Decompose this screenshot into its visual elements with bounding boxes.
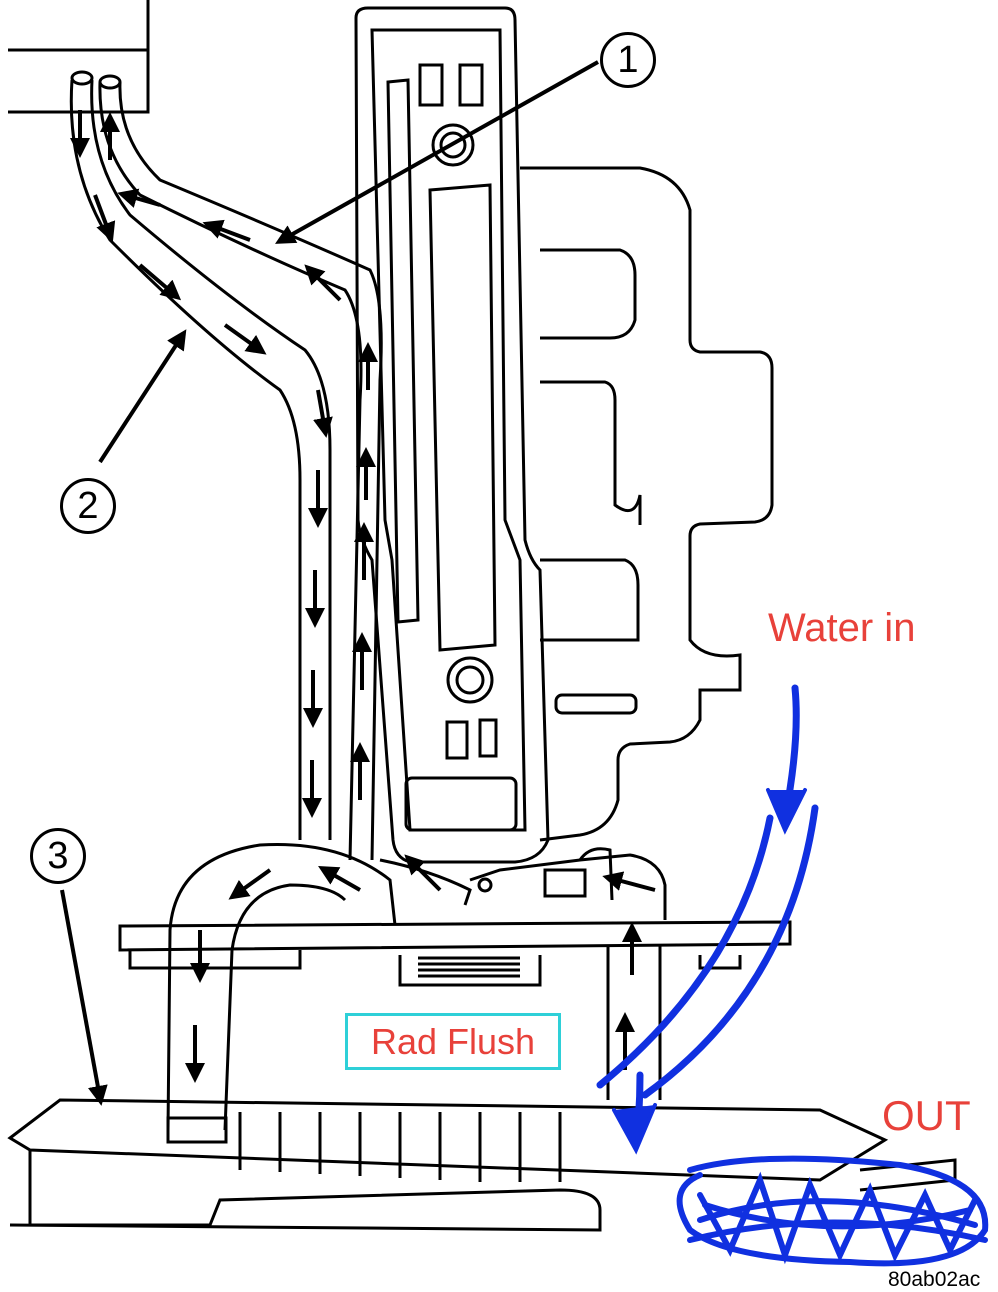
callout-3-label: 3: [47, 834, 69, 877]
flow-arrows-left: [70, 110, 378, 818]
water-pump: [469, 847, 667, 920]
callout-2: 2: [60, 478, 116, 534]
scribble: [676, 1155, 989, 1267]
callout-1: 1: [600, 32, 656, 88]
water-in-label: Water in: [768, 606, 916, 650]
mounting-plate: [8, 48, 150, 114]
leader-lines: [60, 60, 599, 1106]
radiator: [7, 1098, 957, 1232]
valve-cover: [354, 6, 550, 864]
hand-drawn-arrows: [596, 684, 819, 1155]
out-label: OUT: [882, 1092, 971, 1139]
lower-hose: [166, 842, 472, 1144]
heater-hoses: [69, 70, 383, 861]
engine-block: [520, 166, 774, 842]
radiator-upper: [118, 920, 792, 1100]
rad-flush-label: Rad Flush: [345, 1013, 561, 1070]
figure-code: 80ab02ac: [888, 1268, 981, 1291]
callout-3: 3: [30, 828, 86, 884]
callout-1-label: 1: [617, 38, 639, 81]
callout-2-label: 2: [77, 484, 99, 527]
